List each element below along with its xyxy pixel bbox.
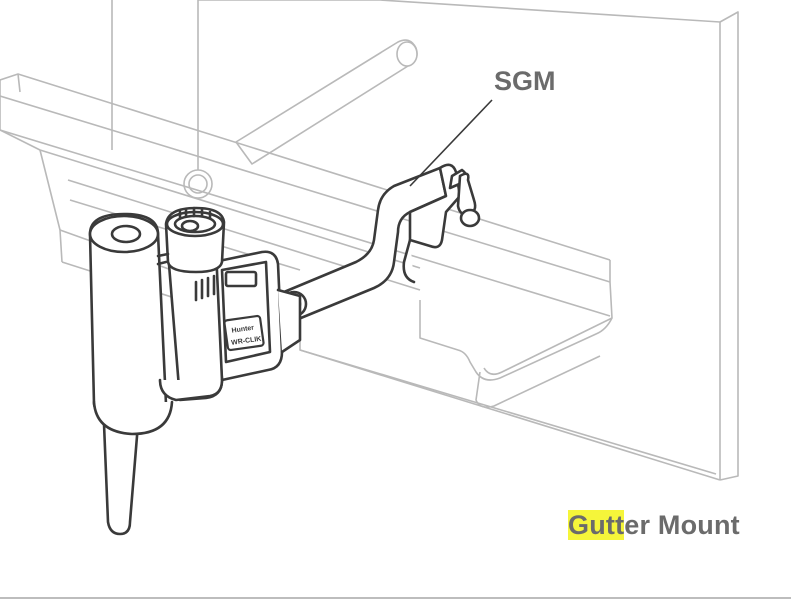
callout-label: SGM [494, 66, 556, 96]
support-rod [235, 39, 418, 165]
model-text: WR-CLIK [231, 336, 262, 347]
caption-highlighted-part: Gutt [568, 510, 625, 540]
rain-sensor-device [88, 206, 302, 536]
device-label: Hunter WR-CLIK [223, 314, 265, 352]
sgm-callout: SGM [409, 66, 556, 187]
brand-text: Hunter [231, 325, 255, 335]
bottom-divider [0, 597, 791, 599]
sgm-bracket [280, 163, 481, 322]
callout-leader-line [409, 99, 493, 187]
figure-caption: Gutter Mount [568, 510, 740, 541]
caption-rest: er Mount [624, 510, 740, 540]
